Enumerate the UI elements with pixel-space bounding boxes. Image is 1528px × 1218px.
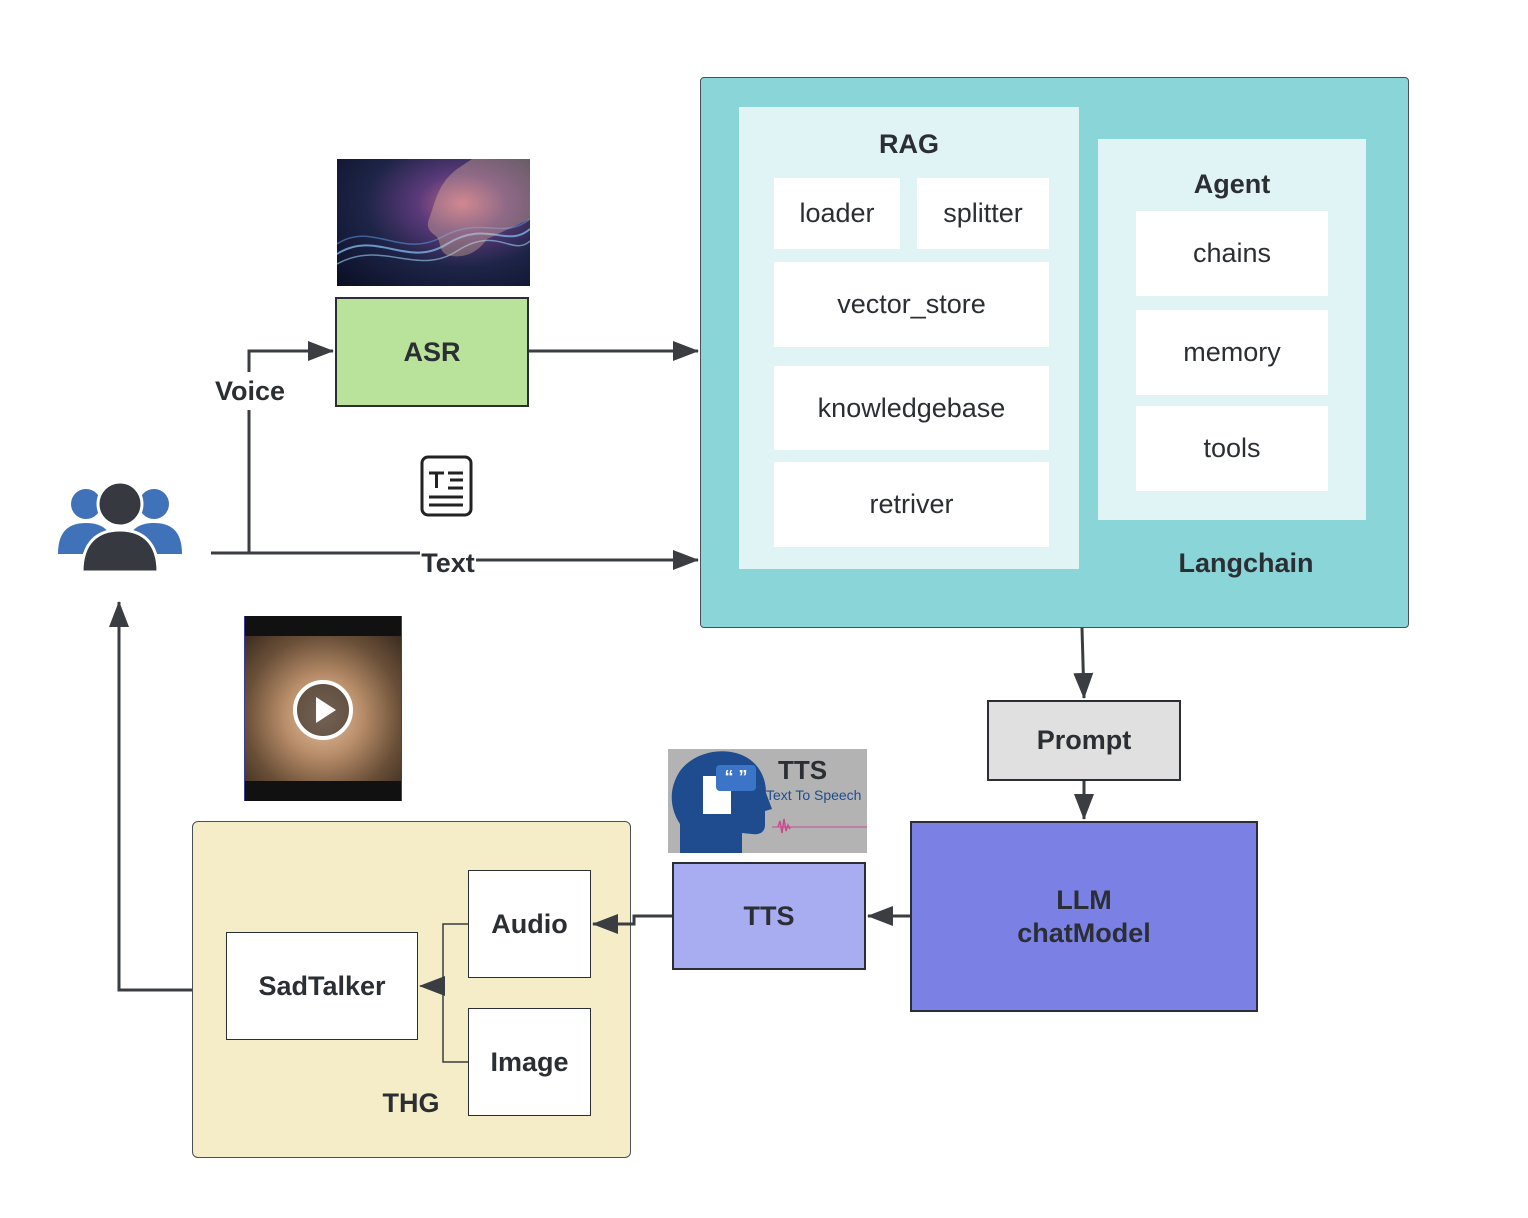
video-thumbnail[interactable]	[244, 616, 402, 801]
head-silhouette-icon	[671, 751, 867, 853]
play-icon[interactable]	[292, 679, 354, 741]
llm-box: LLM chatModel	[910, 821, 1258, 1012]
edge-label-voice: Voice	[214, 372, 286, 410]
rag-item-retriver: retriver	[774, 462, 1049, 547]
tts-logo-title: TTS	[778, 755, 828, 785]
rag-item-vector-store: vector_store	[774, 262, 1049, 347]
users-icon	[58, 480, 182, 574]
speech-wave-illustration	[337, 159, 530, 265]
llm-label-line2: chatModel	[1017, 917, 1151, 948]
agent-item-tools: tools	[1136, 406, 1328, 491]
edge-langchain-to-prompt	[1073, 627, 1094, 699]
rag-item-loader: loader	[774, 178, 900, 249]
agent-item-memory: memory	[1136, 310, 1328, 395]
rag-item-splitter: splitter	[917, 178, 1049, 249]
rag-item-knowledgebase: knowledgebase	[774, 366, 1049, 450]
llm-label-line1: LLM	[1056, 884, 1112, 915]
edge-voice-to-asr	[247, 341, 334, 553]
langchain-label: Langchain	[1178, 547, 1314, 578]
thg-label: THG	[382, 1087, 440, 1118]
edge-label-text: Text	[420, 545, 476, 581]
tts-box: TTS	[672, 862, 866, 970]
agent-item-chains: chains	[1136, 211, 1328, 296]
edge-thg-to-users	[109, 601, 192, 992]
edge-tts-to-audio	[592, 914, 672, 934]
tts-logo-subtitle: Text To Speech	[766, 787, 862, 803]
edge-audio-image-bracket	[442, 923, 468, 1063]
asr-box: ASR	[335, 297, 529, 407]
quote-icon: “ ”	[724, 767, 748, 787]
image-box: Image	[468, 1008, 591, 1116]
rag-title: RAG	[879, 128, 939, 159]
asr-image	[337, 159, 530, 286]
prompt-box: Prompt	[987, 700, 1181, 781]
text-document-icon	[420, 455, 473, 517]
sadtalker-box: SadTalker	[226, 932, 418, 1040]
audio-box: Audio	[468, 870, 591, 978]
agent-title: Agent	[1193, 168, 1271, 199]
tts-logo: “ ” TTS Text To Speech	[668, 749, 867, 853]
